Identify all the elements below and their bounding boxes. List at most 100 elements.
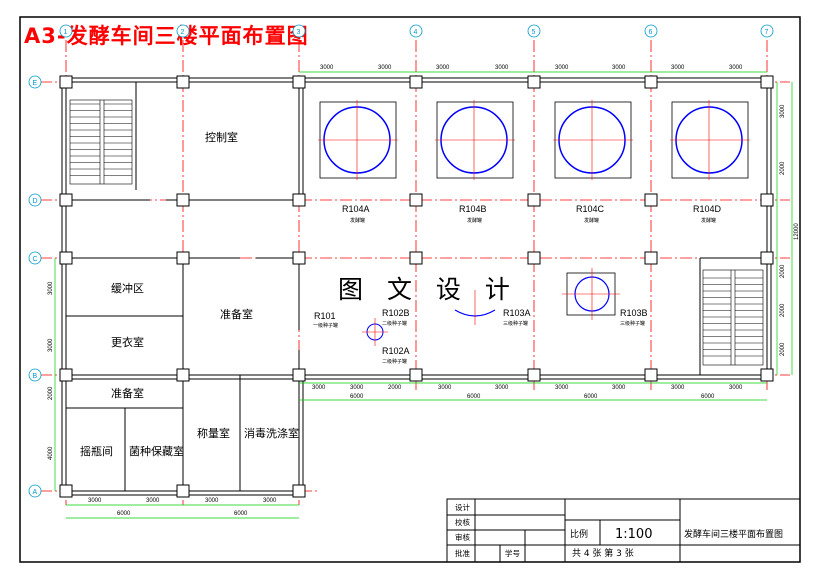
equipment-tags: R104A 发酵罐 R104B 发酵罐 R104C 发酵罐 R104D 发酵罐 … [313, 204, 722, 365]
axis-bubble-row-E: E [28, 75, 42, 89]
tag-r101: R101 [314, 311, 336, 321]
column [59, 251, 73, 265]
tag-r103b: R103B [620, 308, 648, 318]
tb-check: 校核 [455, 517, 470, 527]
dim-left-4: 4000 [48, 446, 54, 460]
axis-bubble-col-2: 2 [176, 24, 190, 38]
tb-scale-label: 比例 [570, 528, 588, 540]
tag-r104d: R104D [693, 204, 722, 214]
tag-r104c: R104C [576, 204, 605, 214]
desc-r101: 一级种子罐 [313, 322, 338, 329]
column [292, 75, 306, 89]
dim-mid-3: 2000 [388, 385, 402, 391]
axis-bubble-col-4: 4 [409, 24, 423, 38]
column [760, 251, 774, 265]
dim-bottom-4: 3000 [263, 498, 277, 504]
structural-columns [59, 75, 774, 498]
desc-r102a: 二级种子罐 [382, 358, 407, 365]
svg-text:E: E [33, 80, 38, 87]
dim-top-4: 3000 [495, 65, 509, 71]
axis-bubble-row-C: C [28, 251, 42, 265]
dim-top-8: 3000 [729, 65, 743, 71]
dim-right-5: 2000 [780, 342, 786, 356]
tag-r104a: R104A [342, 204, 370, 214]
svg-text:6: 6 [649, 29, 653, 36]
desc-r103b: 三级种子罐 [620, 320, 645, 327]
column [644, 193, 658, 207]
column [59, 193, 73, 207]
column [176, 368, 190, 382]
svg-text:4: 4 [414, 29, 418, 36]
dim-bottom-2: 3000 [146, 498, 160, 504]
dim-right-4: 2000 [780, 303, 786, 317]
tag-r104b: R104B [459, 204, 487, 214]
column [409, 193, 423, 207]
column [409, 251, 423, 265]
room-bottling: 摇瓶间 [80, 444, 113, 458]
tag-r103a: R103A [503, 308, 531, 318]
desc-r104d: 发酵罐 [701, 217, 716, 224]
tag-r102a: R102A [382, 346, 410, 356]
sheet-border [19, 16, 801, 563]
staircase-right [702, 269, 764, 366]
column [292, 368, 306, 382]
dim-bottom-total-2: 6000 [234, 511, 248, 517]
tb-student-no: 学号 [505, 548, 520, 558]
desc-r102b: 二级种子罐 [382, 320, 407, 327]
dim-top-3: 3000 [436, 65, 450, 71]
staircase-left [69, 99, 133, 185]
fermenter-tanks [318, 100, 750, 346]
column [59, 368, 73, 382]
desc-r104c: 发酵罐 [584, 217, 599, 224]
dim-left-1: 3000 [48, 281, 54, 295]
dim-mid-7: 3000 [612, 385, 626, 391]
dim-top-2: 3000 [378, 65, 392, 71]
dim-mid-8: 3000 [671, 385, 685, 391]
room-buffer: 缓冲区 [111, 281, 144, 295]
dim-total-1: 6000 [350, 394, 364, 400]
dim-top-5: 3000 [555, 65, 569, 71]
title-block-text: 设计 校核 审核 批准 学号 比例 1:100 发酵车间三楼平面布置图 共 4 … [455, 502, 783, 559]
dim-total-3: 6000 [584, 394, 598, 400]
dim-mid-2: 3000 [350, 385, 364, 391]
column [292, 251, 306, 265]
dimension-texts: 3000 3000 3000 3000 3000 3000 3000 3000 … [48, 65, 800, 517]
axis-bubble-row-A: A [28, 484, 42, 498]
axis-bubble-row-B: B [28, 368, 42, 382]
svg-text:1: 1 [64, 29, 68, 36]
tb-sheet-info: 共 4 张 第 3 张 [572, 547, 634, 559]
dim-mid-6: 3000 [555, 385, 569, 391]
svg-text:7: 7 [765, 29, 769, 36]
column [292, 484, 306, 498]
axis-bubble-col-1: 1 [59, 24, 73, 38]
column [59, 484, 73, 498]
desc-r104b: 发酵罐 [467, 217, 482, 224]
column [644, 368, 658, 382]
column [292, 193, 306, 207]
room-changing: 更衣室 [111, 335, 144, 349]
room-culture: 菌种保藏室 [129, 444, 184, 458]
column [760, 193, 774, 207]
axis-bubble-col-7: 7 [760, 24, 774, 38]
dim-right-1: 3000 [780, 104, 786, 118]
tb-design: 设计 [455, 502, 470, 512]
svg-text:C: C [33, 256, 38, 263]
room-control: 控制室 [205, 130, 238, 144]
tag-r102b: R102B [382, 308, 410, 318]
svg-text:D: D [33, 198, 38, 205]
axis-bubbles: 1 2 3 4 5 6 7E D C B A [28, 24, 774, 498]
dim-top-7: 3000 [671, 65, 685, 71]
svg-text:5: 5 [532, 29, 536, 36]
dim-right-total: 12000 [794, 223, 800, 240]
dim-bottom-total-1: 6000 [117, 511, 131, 517]
room-weighing: 称量室 [197, 426, 230, 440]
svg-text:A: A [33, 489, 38, 496]
dimension-lines [54, 71, 793, 519]
watermark-text: 图 文 设 计 [338, 275, 518, 304]
svg-text:3: 3 [297, 29, 301, 36]
column [59, 75, 73, 89]
column [176, 75, 190, 89]
tb-review: 审核 [455, 532, 470, 542]
column [527, 368, 541, 382]
